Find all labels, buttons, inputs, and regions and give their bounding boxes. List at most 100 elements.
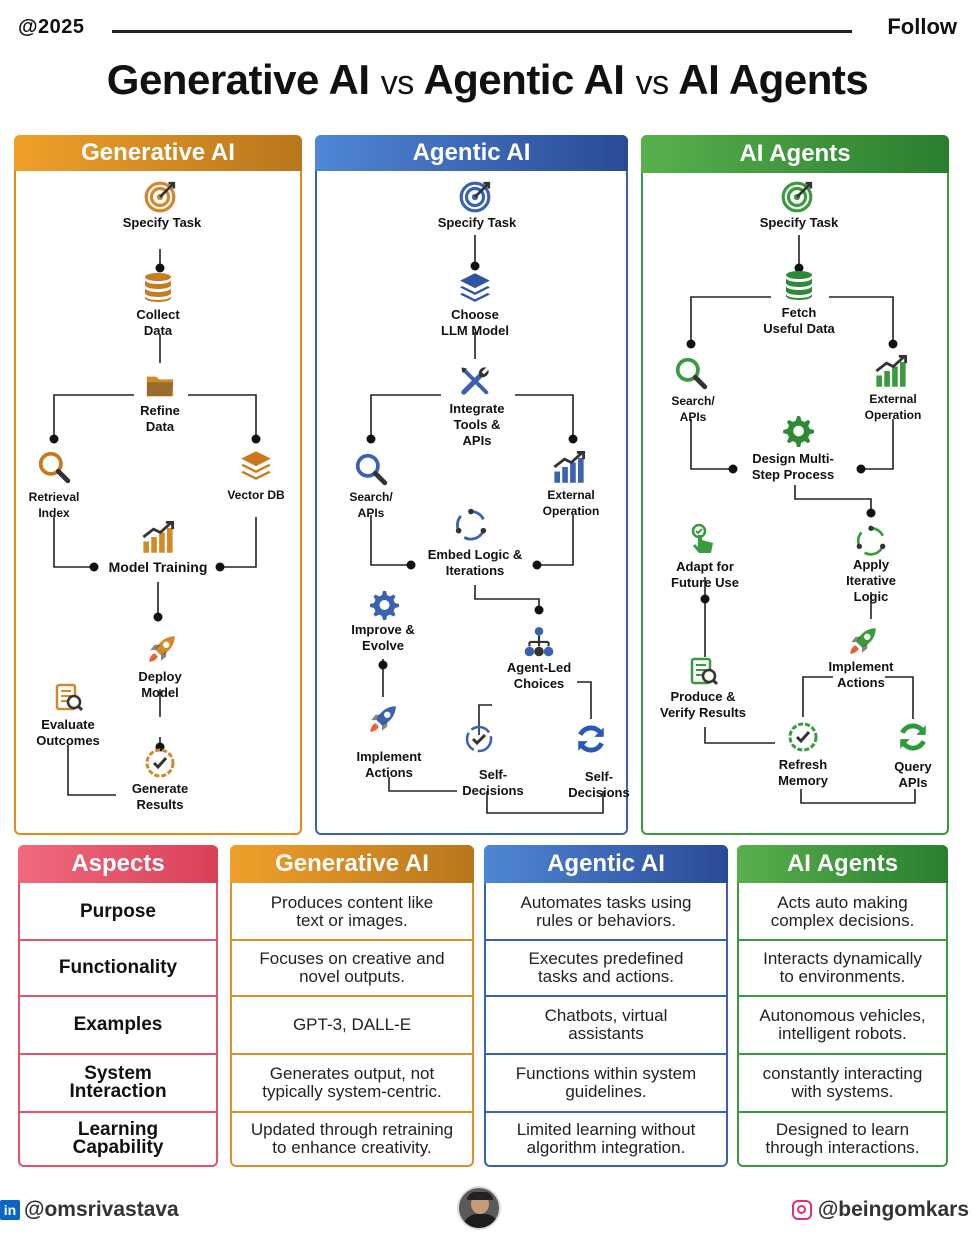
agents-adapt-future: Adapt for Future Use [671,559,739,590]
agentic-column-header: Agentic AI [315,135,628,171]
dot [215,562,225,572]
dot [794,263,804,273]
generative-learning: Updated through retraining to enhance cr… [250,1120,454,1157]
agentic-learning: Limited learning without algorithm integ… [516,1120,696,1157]
table-agents-column: AI Agents Acts auto making complex decis… [737,845,948,1167]
agentic-system-interaction: Functions within system guidelines. [486,1055,726,1113]
gen-evaluate-outcomes: Evaluate Outcomes [36,717,100,748]
cycle-icon [854,524,888,558]
gen-vector-db: Vector DB [227,488,285,502]
table-generative-header: Generative AI [230,845,474,883]
gen-specify-task: Specify Task [122,215,202,230]
magnifier-icon [37,450,71,484]
agents-learning: Designed to learn through interactions. [765,1120,920,1157]
gen-generate-results: Generate Results [131,781,189,812]
agentic-self-decisions-1: Self- Decisions [462,767,524,798]
title-generative: Generative AI [106,56,370,103]
dot [532,560,542,570]
generative-system-interaction: Generates output, not typically system-c… [232,1055,472,1113]
rocket-icon [366,702,400,736]
agentic-specify-task: Specify Task [437,215,517,230]
gen-deploy-model: Deploy Model [138,669,182,700]
agentic-search-apis: Search/ APIs [349,490,393,520]
dot [378,660,388,670]
dot [155,742,165,752]
instagram-icon [791,1200,812,1220]
aspect-system-interaction: System Interaction [20,1055,216,1113]
agentic-functionality: Executes predefined tasks and actions. [486,941,726,997]
agents-refresh-memory: Refresh Memory [778,757,828,788]
agents-functionality: Interacts dynamically to environments. [739,941,946,997]
gen-model-training: Model Training [108,559,208,575]
dot [534,605,544,615]
dot [568,434,578,444]
instagram-username: @beingomkars [817,1198,969,1221]
gen-refine-data: Refine Data [140,403,180,434]
magnifier-icon [354,452,388,486]
aspect-learning-capability: Learning Capability [72,1119,164,1158]
agents-produce-verify: Produce & Verify Results [660,689,746,720]
linkedin-username: @omsrivastava [24,1198,179,1221]
agents-specify-task: Specify Task [759,215,839,230]
title-agents: AI Agents [678,56,869,103]
gear-icon [367,589,399,621]
target-icon [458,180,492,214]
dot [406,560,416,570]
database-icon [142,270,174,304]
dot [470,261,480,271]
agents-examples: Autonomous vehicles, intelligent robots. [739,997,946,1055]
tools-icon [457,363,493,399]
aspect-examples: Examples [20,997,216,1055]
dot [856,464,866,474]
generative-column: Generative AI Specify Task Collect Data … [14,135,302,835]
agents-system-interaction: constantly interacting with systems. [739,1055,946,1113]
gen-retrieval-index: Retrieval Index [28,490,80,520]
agents-column-header: AI Agents [641,135,949,173]
gear-icon [780,414,814,448]
dot [866,508,876,518]
dot [366,434,376,444]
generative-column-header: Generative AI [14,135,302,171]
bar-chart-icon [872,353,910,389]
aspects-column: Aspects Purpose Functionality Examples S… [18,845,218,1167]
agentic-choose-llm: Choose LLM Model [441,307,509,338]
agentic-embed-logic: Embed Logic & Iterations [427,547,523,578]
check-badge-icon [787,721,819,753]
agents-apply-iterative: Apply Iterative Logic [846,557,896,604]
table-agentic-header: Agentic AI [484,845,728,883]
agents-fetch-data: Fetch Useful Data [763,305,835,336]
rocket-icon [846,624,880,658]
dot [888,339,898,349]
aspect-functionality: Functionality [20,941,216,997]
dot [700,594,710,604]
linkedin-handle[interactable]: in @omsrivastava [0,1198,179,1222]
dot [686,339,696,349]
agents-external-operation: External Operation [864,392,922,422]
dot [728,464,738,474]
check-badge-icon [463,723,495,755]
table-agentic-column: Agentic AI Automates tasks using rules o… [484,845,728,1167]
agents-design-process: Design Multi- Step Process [751,451,835,482]
agents-search-apis: Search/ APIs [671,394,715,424]
agentic-examples: Chatbots, virtual assistants [486,997,726,1055]
title-vs-1: vs [380,64,415,102]
agentic-column: Agentic AI Specify Task Choose LLM Model… [315,135,630,835]
year-label: @2025 [18,16,85,38]
database-icon [783,268,815,302]
instagram-handle[interactable]: @beingomkars [791,1198,969,1222]
bar-chart-icon [550,449,588,485]
follow-link[interactable]: Follow [887,14,957,39]
agentic-improve-evolve: Improve & Evolve [351,622,415,653]
layers-icon [238,448,274,482]
dot [153,612,163,622]
table-generative-column: Generative AI Produces content like text… [230,845,474,1167]
generative-examples: GPT-3, DALL-E [232,997,472,1055]
table-agents-header: AI Agents [737,845,948,883]
avatar [457,1186,501,1230]
dot [251,434,261,444]
cycle-icon [453,507,489,543]
evaluate-icon [687,655,719,687]
sync-icon [574,722,608,756]
agents-purpose: Acts auto making complex decisions. [739,885,946,941]
target-icon [143,180,177,214]
